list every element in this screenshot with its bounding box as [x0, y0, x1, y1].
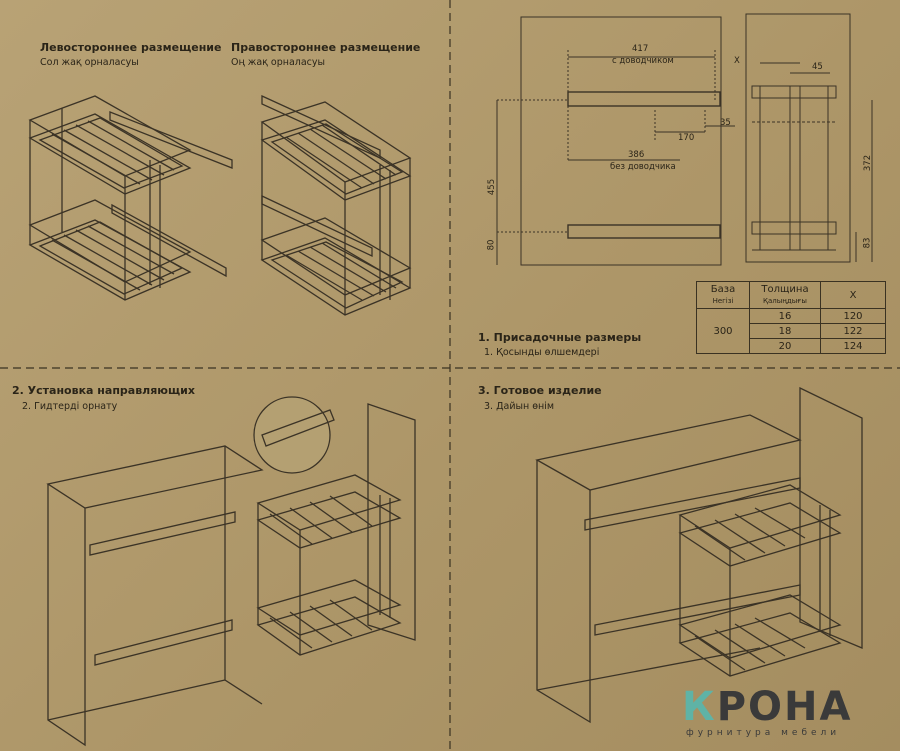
section3-subtitle: 3. Дайын өнім: [484, 401, 555, 412]
dim-417: 417: [632, 44, 649, 54]
finished-product-drawing: [535, 386, 863, 724]
dim-35: 35: [720, 118, 731, 128]
dim-without-closer: без доводчика: [610, 162, 676, 172]
dim-80: 80: [486, 239, 497, 251]
dim-455: 455: [487, 178, 498, 196]
table-cell: 122: [820, 323, 886, 339]
table-cell: 120: [820, 308, 886, 324]
dim-x: X: [734, 56, 740, 66]
brand-tagline: фурнитура мебели: [686, 728, 841, 738]
spec-table: База Негізі Толщина Қалыңдығы X 300 16 1…: [696, 281, 886, 354]
table-cell: 16: [749, 308, 821, 324]
section2-subtitle: 2. Гидтерді орнату: [22, 401, 118, 412]
table-header-base: База Негізі: [696, 281, 750, 309]
left-basket-drawing: [28, 95, 233, 301]
right-placement-subtitle: Оң жақ орналасуы: [231, 57, 326, 68]
cabinet-side-view: [745, 13, 873, 263]
dim-with-closer: с доводчиком: [612, 56, 674, 66]
cabinet-front-view: [496, 16, 735, 266]
dim-386: 386: [628, 150, 645, 160]
dim-372: 372: [863, 154, 874, 172]
table-cell: 18: [749, 323, 821, 339]
dim-170: 170: [678, 133, 695, 143]
right-basket-drawing: [260, 94, 412, 316]
section1-title: 1. Присадочные размеры: [478, 331, 642, 344]
section3-title: 3. Готовое изделие: [478, 384, 602, 397]
installation-drawing: [46, 396, 416, 747]
dim-45: 45: [812, 62, 823, 72]
table-row: 20 124: [697, 338, 886, 354]
table-cell: 124: [820, 338, 886, 354]
table-cell: 20: [749, 338, 821, 354]
section2-title: 2. Установка направляющих: [12, 384, 195, 397]
left-placement-subtitle: Сол жақ орналасуы: [40, 57, 139, 68]
right-placement-title: Правостороннее размещение: [231, 41, 421, 54]
dim-83: 83: [862, 237, 873, 249]
table-header-x: X: [820, 281, 886, 309]
brand-logo: КРОНА: [682, 684, 853, 730]
section1-subtitle: 1. Қосынды өлшемдері: [484, 347, 600, 358]
table-row: 300 16 120: [696, 308, 886, 354]
left-placement-title: Левостороннее размещение: [40, 41, 222, 54]
table-cell-base: 300: [696, 308, 750, 354]
table-header-thickness: Толщина Қалыңдығы: [749, 281, 821, 309]
